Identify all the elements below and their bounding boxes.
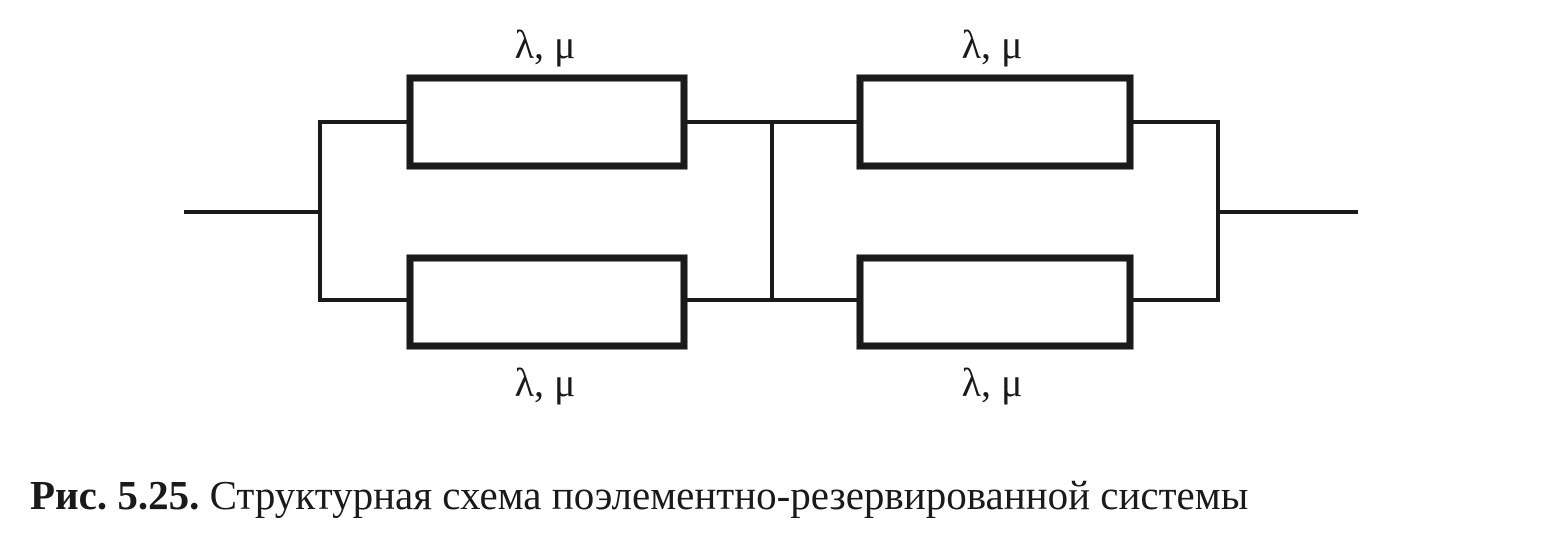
block-3-label: λ, μ bbox=[962, 22, 1023, 67]
figure-caption: Рис. 5.25. Структурная схема поэлементно… bbox=[30, 470, 1248, 520]
figure-number: Рис. 5.25. bbox=[30, 472, 200, 518]
block-2 bbox=[406, 254, 688, 350]
block-1-label: λ, μ bbox=[515, 22, 576, 67]
block-2-label: λ, μ bbox=[515, 360, 576, 405]
block-1 bbox=[406, 74, 688, 170]
figure-caption-text: Структурная схема поэлементно-резервиров… bbox=[199, 472, 1249, 518]
block-3 bbox=[856, 74, 1134, 170]
block-4 bbox=[856, 254, 1134, 350]
block-4-label: λ, μ bbox=[962, 360, 1023, 405]
